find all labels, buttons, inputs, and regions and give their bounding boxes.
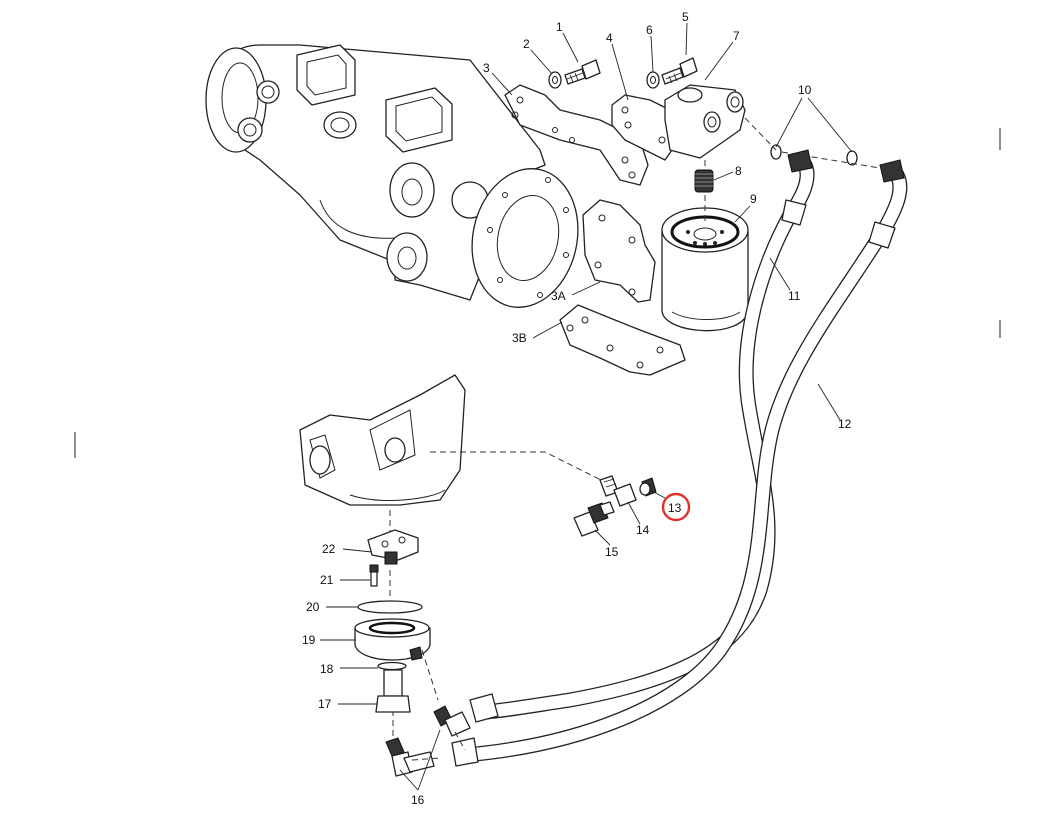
gasket-20 bbox=[357, 600, 423, 614]
leader-lines bbox=[320, 22, 853, 791]
label-9: 9 bbox=[750, 192, 757, 206]
label-22: 22 bbox=[322, 542, 336, 556]
highlight-circle-13 bbox=[661, 492, 691, 522]
adapter-14 bbox=[599, 475, 637, 507]
adapter-plate-22 bbox=[367, 529, 419, 565]
label-17: 17 bbox=[318, 697, 332, 711]
label-7: 7 bbox=[733, 29, 740, 43]
label-19: 19 bbox=[302, 633, 316, 647]
elbow-16 bbox=[385, 705, 471, 777]
bracket-3b bbox=[559, 304, 686, 376]
label-11: 11 bbox=[788, 289, 801, 303]
alignment-line-sensor bbox=[430, 451, 606, 483]
fitting-13 bbox=[639, 477, 657, 497]
washer-2 bbox=[548, 71, 562, 89]
engine-housing bbox=[205, 44, 579, 308]
label-13: 13 bbox=[668, 501, 682, 515]
lower-engine-section bbox=[299, 374, 466, 506]
alignment-line-vertical bbox=[389, 510, 394, 750]
alignment-line-elbow bbox=[411, 649, 466, 761]
nipple-8 bbox=[694, 169, 714, 193]
label-4: 4 bbox=[606, 31, 613, 45]
adapter-19 bbox=[354, 618, 431, 661]
label-18: 18 bbox=[320, 662, 334, 676]
label-14: 14 bbox=[636, 523, 650, 537]
alignment-line-upper bbox=[744, 117, 881, 169]
bracket-3 bbox=[504, 84, 649, 186]
bolt-5 bbox=[661, 57, 698, 85]
label-5: 5 bbox=[682, 10, 689, 24]
label-1: 1 bbox=[556, 20, 563, 34]
callout-labels: 1 2 3 4 5 6 7 8 9 10 11 12 3A 3B 13 14 1… bbox=[302, 10, 852, 807]
bracket-3a bbox=[582, 199, 656, 303]
label-15: 15 bbox=[605, 545, 619, 559]
label-3a: 3A bbox=[551, 289, 566, 303]
filter-head-7 bbox=[664, 84, 746, 159]
label-21: 21 bbox=[320, 573, 334, 587]
hose-fittings bbox=[451, 149, 905, 767]
label-10: 10 bbox=[798, 83, 812, 97]
o-rings-10 bbox=[770, 144, 858, 166]
label-12: 12 bbox=[838, 417, 852, 431]
seal-18 bbox=[377, 661, 407, 671]
label-6: 6 bbox=[646, 23, 653, 37]
label-8: 8 bbox=[735, 164, 742, 178]
label-16: 16 bbox=[411, 793, 425, 807]
bolt-1 bbox=[564, 59, 601, 85]
label-20: 20 bbox=[306, 600, 320, 614]
label-3b: 3B bbox=[512, 331, 527, 345]
stud-17 bbox=[375, 669, 411, 713]
label-3: 3 bbox=[483, 61, 490, 75]
margin-marks bbox=[74, 128, 1001, 458]
label-2: 2 bbox=[523, 37, 530, 51]
oil-filter-9 bbox=[661, 207, 749, 332]
bolt-21 bbox=[369, 564, 379, 587]
sensor-15 bbox=[573, 501, 615, 537]
washer-6 bbox=[646, 71, 660, 89]
